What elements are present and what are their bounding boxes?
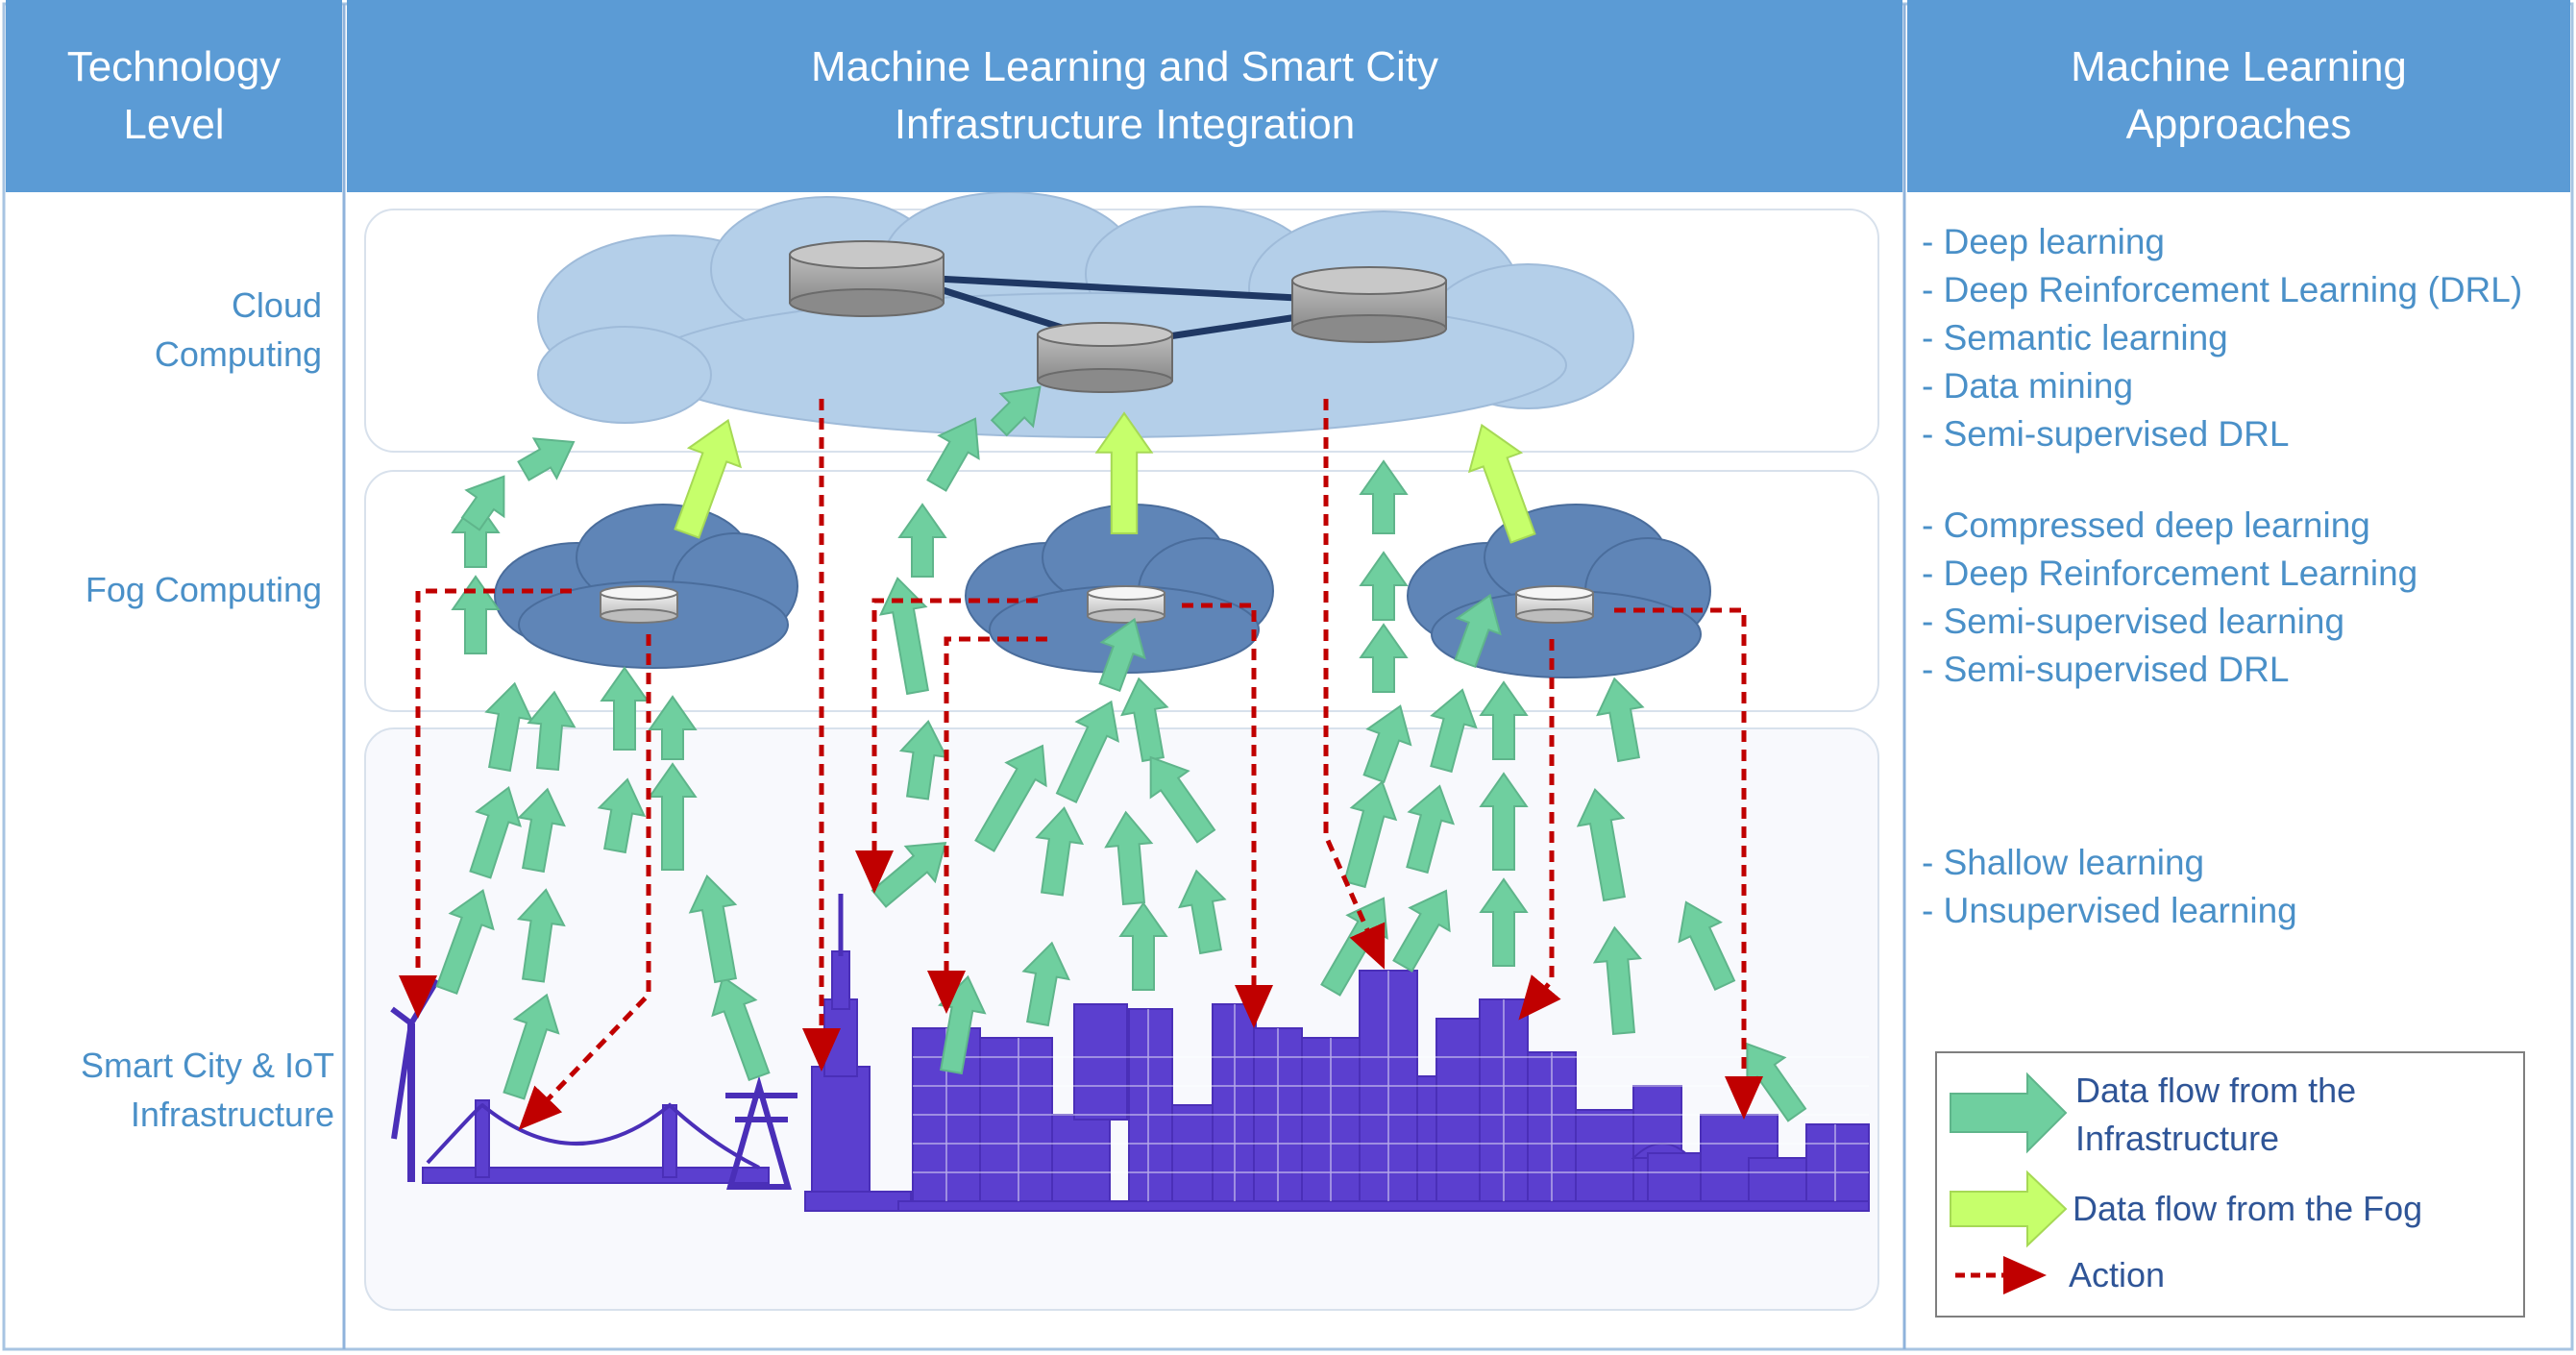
infra-arrow-29 [1098, 617, 1146, 693]
infra-arrow-16 [648, 762, 698, 871]
infra-arrow-2 [469, 785, 522, 879]
cloud-database-icon-1 [789, 240, 945, 317]
fog-data-flow-arrows [674, 411, 1536, 544]
infra-arrow-47 [1479, 680, 1529, 760]
fog-cloud-3 [1407, 504, 1711, 678]
list-item: - Semi-supervised learning [1922, 602, 2345, 641]
cloud-database-icon-2 [1291, 266, 1447, 343]
fog-database-icon-2 [1087, 585, 1165, 624]
fog-arrow-1 [674, 418, 743, 539]
infra-arrow-25 [1021, 941, 1070, 1027]
infra-arrow-21 [897, 503, 947, 578]
infra-arrow-17 [648, 695, 698, 760]
infra-arrow-22 [926, 417, 980, 492]
list-item: - Deep learning [1922, 222, 2165, 261]
level-smart-city-iot: Smart City & IoT Infrastructure [80, 1046, 334, 1134]
infra-arrow-27 [1035, 806, 1085, 897]
infra-arrow-51 [1678, 900, 1736, 991]
list-item: - Semantic learning [1922, 318, 2228, 357]
fog-arrow-2 [1094, 411, 1154, 534]
level-fog-computing: Fog Computing [85, 570, 322, 609]
infra-arrow-39 [1359, 551, 1409, 621]
infra-arrow-34 [1149, 755, 1216, 844]
legend-infra-flow-label: Data flow from the Infrastructure [2075, 1071, 2357, 1158]
infra-arrow-43 [1430, 688, 1478, 774]
list-item: - Semi-supervised DRL [1922, 650, 2290, 689]
infra-arrow-13 [600, 666, 650, 751]
infra-arrow-26 [974, 744, 1047, 852]
action-arrows [399, 399, 1763, 1130]
list-item: - Data mining [1922, 366, 2134, 406]
legend-fog-flow-label: Data flow from the Fog [2073, 1189, 2423, 1228]
approaches-infra-list: - Shallow learning - Unsupervised learni… [1922, 839, 2297, 935]
infra-arrow-33 [1178, 869, 1227, 955]
infra-arrow-15 [688, 874, 738, 984]
list-item: - Deep Reinforcement Learning (DRL) [1922, 270, 2523, 309]
infra-arrow-46 [1479, 772, 1529, 871]
list-item: - Semi-supervised DRL [1922, 414, 2290, 454]
infra-arrow-7 [517, 437, 576, 481]
infra-arrow-48 [1592, 925, 1643, 1036]
infra-arrow-32 [1120, 677, 1169, 763]
infra-arrow-40 [1359, 459, 1409, 534]
infra-arrow-36 [1343, 780, 1398, 889]
infrastructure-data-flow-arrows [435, 385, 1807, 1122]
infra-arrow-12 [597, 777, 647, 854]
legend-action-label: Action [2069, 1255, 2166, 1294]
cloud-database-icon-3 [1037, 322, 1173, 393]
approaches-fog-list: - Compressed deep learning - Deep Reinfo… [1922, 502, 2417, 694]
infra-arrow-11 [527, 690, 577, 772]
infra-arrow-6 [460, 475, 505, 531]
list-item: - Unsupervised learning [1922, 891, 2297, 930]
skyline-windows [913, 971, 1869, 1201]
infra-arrow-10 [517, 787, 566, 874]
infra-arrow-37 [1362, 704, 1412, 784]
infra-arrow-1 [435, 888, 495, 996]
infra-arrow-50 [1596, 677, 1645, 763]
approaches-cloud-list: - Deep learning - Deep Reinforcement Lea… [1922, 218, 2522, 458]
infra-arrow-28 [1055, 700, 1119, 803]
infra-arrow-20 [878, 577, 929, 696]
list-item: - Compressed deep learning [1922, 505, 2370, 545]
infra-arrow-38 [1359, 623, 1409, 693]
fog-arrow-3 [1467, 423, 1536, 544]
infra-arrow-45 [1479, 877, 1529, 967]
fog-cloud-2 [965, 504, 1274, 674]
infra-arrow-23 [990, 385, 1042, 437]
infra-arrow-30 [1118, 901, 1168, 991]
infra-arrow-31 [1104, 810, 1154, 906]
infra-arrow-41 [1392, 889, 1451, 973]
infra-arrow-19 [898, 720, 948, 801]
infra-arrow-49 [1576, 788, 1626, 902]
fog-database-icon-1 [600, 585, 678, 624]
list-item: - Deep Reinforcement Learning [1922, 554, 2418, 593]
infra-arrow-14 [711, 974, 771, 1082]
legend-infra-arrow-swatch [1950, 1072, 2068, 1154]
infra-arrow-42 [1406, 784, 1456, 875]
list-item: - Shallow learning [1922, 843, 2205, 882]
infra-arrow-3 [484, 681, 533, 773]
legend-fog-arrow-swatch [1950, 1170, 2068, 1248]
infra-arrow-44 [1454, 593, 1502, 669]
infra-arrow-9 [516, 888, 566, 983]
fog-database-icon-3 [1515, 585, 1594, 624]
level-cloud-computing: Cloud Computing [154, 285, 322, 374]
